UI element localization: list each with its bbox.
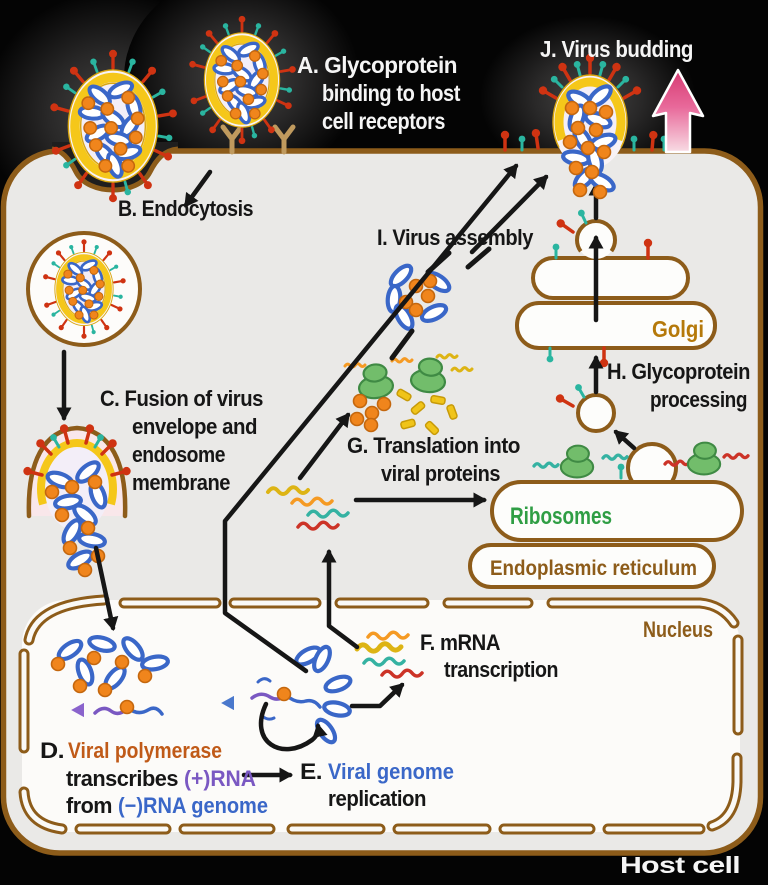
label-d-line3-blue: (−)RNA genome bbox=[118, 793, 268, 818]
arrow-assembly-to-budding bbox=[469, 174, 549, 255]
label-er: Endoplasmic reticulum bbox=[490, 557, 697, 580]
rna-segments-cluster bbox=[50, 635, 169, 718]
label-g-line1: G. Translation into bbox=[347, 433, 520, 458]
label-a-line3: cell receptors bbox=[322, 108, 445, 134]
label-a-line2: binding to host bbox=[322, 80, 461, 106]
assembly-dashed-path bbox=[389, 246, 492, 361]
label-e-prefix: E. bbox=[300, 759, 322, 784]
label-i: I. Virus assembly bbox=[377, 225, 534, 250]
arrow-genome-to-budding bbox=[222, 163, 519, 674]
replication-cycle-arrow bbox=[258, 701, 328, 752]
arrow-endocytosis bbox=[183, 169, 213, 208]
virus-release-arrow bbox=[651, 68, 705, 154]
label-a-line1: A. Glycoprotein bbox=[297, 52, 457, 78]
labels: A. Glycoprotein binding to host cell rec… bbox=[40, 36, 751, 878]
arrow-uncoating bbox=[93, 545, 119, 631]
pathway-arrows bbox=[56, 163, 637, 783]
label-host-cell: Host cell bbox=[620, 852, 740, 878]
label-f-line1: F. mRNA bbox=[420, 630, 501, 655]
fused-endosome bbox=[20, 421, 134, 578]
transport-vesicle bbox=[552, 381, 616, 433]
label-f-line2: transcription bbox=[444, 657, 558, 682]
label-c-line4: membrane bbox=[132, 470, 230, 495]
label-d-line2-black: transcribes bbox=[66, 766, 178, 791]
endoplasmic-reticulum bbox=[468, 442, 744, 589]
nucleus-body bbox=[22, 600, 740, 832]
label-c-line1: C. Fusion of virus bbox=[100, 386, 263, 411]
arrow-to-translation bbox=[297, 412, 351, 481]
budding-virion bbox=[535, 52, 645, 200]
label-d-prefix: D. bbox=[40, 738, 64, 763]
host-cell-receptor-icon bbox=[220, 124, 296, 155]
label-d-title: Viral polymerase bbox=[68, 738, 222, 763]
arrow-mrna-export bbox=[321, 548, 360, 650]
label-h-line2: processing bbox=[650, 387, 747, 412]
label-nucleus: Nucleus bbox=[643, 617, 713, 642]
label-d-line2-purple: (+)RNA bbox=[184, 766, 256, 791]
arrow-transcription bbox=[349, 682, 405, 709]
label-c-line2: envelope and bbox=[132, 414, 257, 439]
genome-replication-cluster bbox=[221, 644, 352, 752]
label-e-line2: replication bbox=[328, 786, 426, 811]
label-ribosomes: Ribosomes bbox=[510, 503, 612, 530]
label-d-line3-black: from bbox=[66, 793, 112, 818]
label-golgi: Golgi bbox=[652, 316, 704, 342]
nucleus-envelope bbox=[18, 594, 744, 835]
label-h-line1: H. Glycoprotein bbox=[607, 359, 750, 384]
label-j: J. Virus budding bbox=[540, 36, 693, 62]
arrow-er-to-vesicle bbox=[613, 429, 637, 451]
endosome bbox=[26, 231, 142, 347]
label-e-title: Viral genome bbox=[328, 759, 454, 784]
label-c-line3: endosome bbox=[132, 442, 225, 467]
label-g-line2: viral proteins bbox=[381, 461, 500, 486]
label-b: B. Endocytosis bbox=[118, 196, 253, 221]
